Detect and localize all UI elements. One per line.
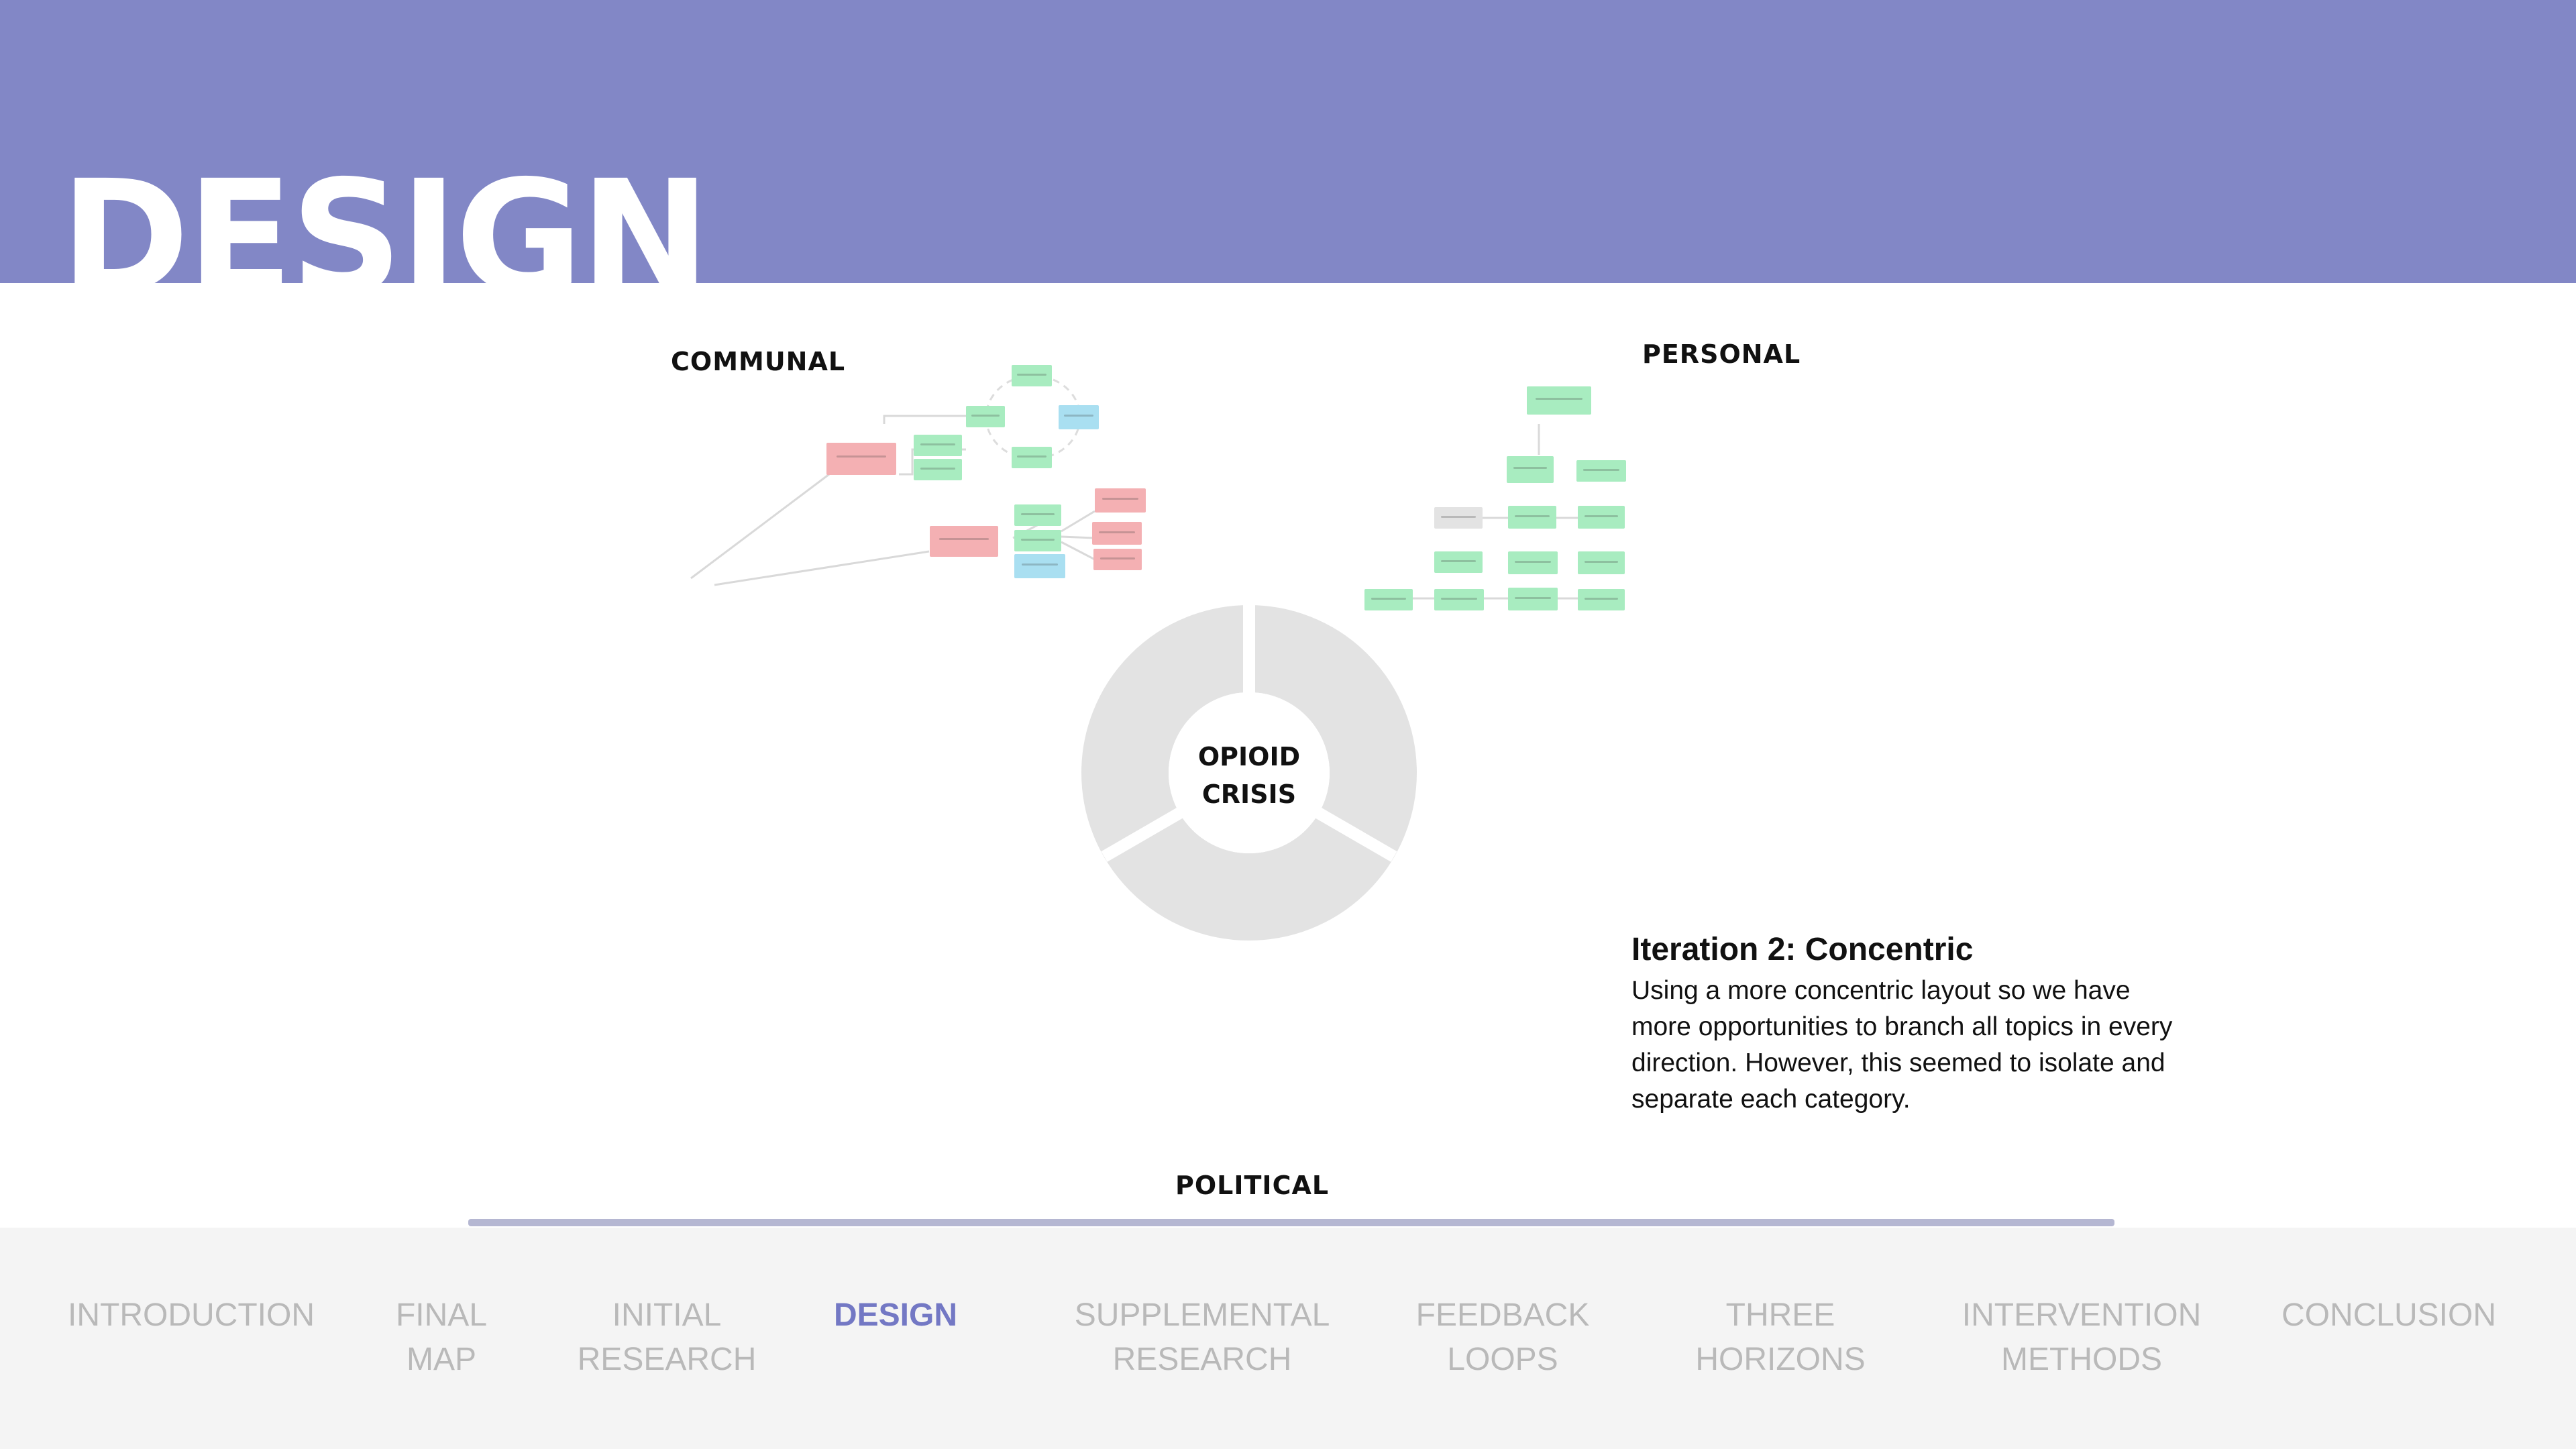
personal-node — [1527, 386, 1591, 415]
nav-item-label: INITIAL — [612, 1297, 722, 1333]
nav-item-design[interactable]: DESIGN — [755, 1293, 1036, 1338]
nav-item-intervention-methods[interactable]: INTERVENTION METHODS — [1941, 1293, 2222, 1382]
nav-item-label: FINAL — [395, 1297, 488, 1333]
communal-node — [1012, 365, 1052, 386]
nav-item-introduction[interactable]: INTRODUCTION — [50, 1293, 332, 1338]
nav-item-label: THREE — [1725, 1297, 1835, 1333]
header-banner: DESIGN — [0, 0, 2576, 283]
communal-node — [1095, 488, 1146, 513]
communal-node — [1059, 405, 1099, 429]
communal-node — [1014, 554, 1065, 578]
nav-item-label: RESEARCH — [1112, 1342, 1292, 1377]
communal-node — [914, 435, 962, 456]
communal-node — [930, 526, 998, 557]
iteration-title: Iteration 2: Concentric — [1631, 932, 1974, 967]
nav-item-three-horizons[interactable]: THREE HORIZONS — [1640, 1293, 1921, 1382]
nav-item-label: RESEARCH — [577, 1342, 757, 1377]
nav-item-initial-research[interactable]: INITIAL RESEARCH — [526, 1293, 808, 1382]
nav-item-label: DESIGN — [833, 1297, 958, 1333]
communal-node — [826, 443, 896, 475]
personal-node — [1507, 456, 1554, 483]
nav-item-feedback-loops[interactable]: FEEDBACK LOOPS — [1362, 1293, 1644, 1382]
nav-item-label: MAP — [406, 1342, 476, 1377]
personal-node — [1434, 507, 1483, 529]
communal-label: COMMUNAL — [671, 347, 846, 376]
nav-item-label: METHODS — [2001, 1342, 2162, 1377]
nav-item-conclusion[interactable]: CONCLUSION — [2248, 1293, 2530, 1338]
personal-node — [1576, 460, 1626, 482]
timeline-bar — [468, 1219, 2114, 1226]
personal-node — [1364, 589, 1413, 610]
communal-node — [1012, 447, 1052, 468]
personal-node — [1508, 506, 1556, 529]
communal-node — [1092, 522, 1142, 545]
personal-node — [1434, 589, 1484, 610]
personal-label: PERSONAL — [1642, 339, 1801, 369]
nav-item-label: LOOPS — [1447, 1342, 1558, 1377]
nav-item-label: CONCLUSION — [2281, 1297, 2497, 1333]
personal-node — [1578, 589, 1625, 610]
nav-item-label: SUPPLEMENTAL — [1074, 1297, 1330, 1333]
map-canvas: COMMUNAL PERSONAL POLITICAL — [0, 283, 2576, 1228]
iteration-description: Using a more concentric layout so we hav… — [1631, 976, 2173, 1114]
nav-item-label: INTRODUCTION — [68, 1297, 315, 1333]
communal-node — [966, 406, 1005, 427]
political-label: POLITICAL — [1175, 1171, 1330, 1200]
bottom-navigation: INTRODUCTION FINAL MAP INITIAL RESEARCH … — [0, 1228, 2576, 1449]
communal-node — [914, 459, 962, 480]
personal-node — [1508, 588, 1558, 610]
center-label-line2: CRISIS — [1201, 780, 1297, 809]
nav-item-label: HORIZONS — [1695, 1342, 1866, 1377]
nav-item-label: INTERVENTION — [1962, 1297, 2202, 1333]
communal-node — [1093, 549, 1142, 570]
page-title: DESIGN — [60, 147, 710, 283]
personal-node — [1578, 506, 1625, 529]
personal-node — [1578, 551, 1625, 574]
center-label-line1: OPIOID — [1197, 742, 1301, 771]
personal-node — [1508, 551, 1558, 574]
personal-node — [1434, 551, 1483, 573]
concentric-ring — [1081, 605, 1417, 941]
center-label: OPIOID CRISIS — [1175, 738, 1323, 813]
communal-node — [1014, 530, 1061, 551]
nav-item-label: FEEDBACK — [1415, 1297, 1590, 1333]
communal-node — [1014, 504, 1061, 526]
nav-item-final-map[interactable]: FINAL MAP — [301, 1293, 582, 1382]
nav-item-supplemental-research[interactable]: SUPPLEMENTAL RESEARCH — [1061, 1293, 1343, 1382]
